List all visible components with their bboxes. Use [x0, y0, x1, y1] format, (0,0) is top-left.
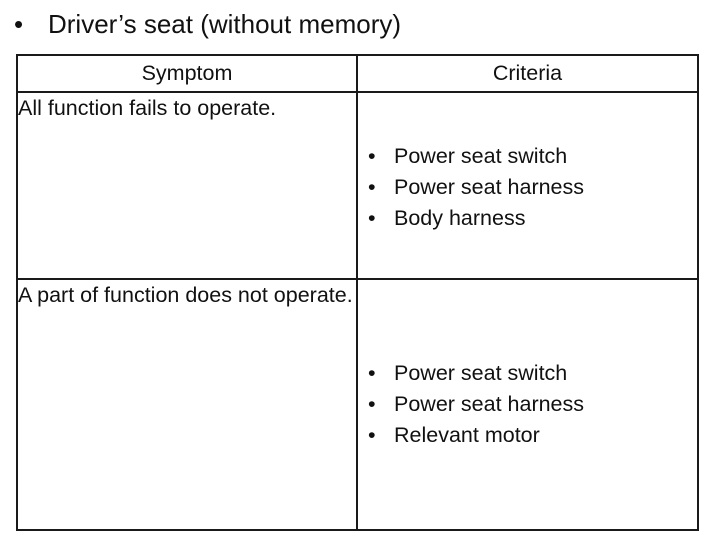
bullet-icon: • — [368, 423, 376, 447]
heading-text: Driver’s seat (without memory) — [48, 9, 402, 39]
criteria-text: Relevant motor — [394, 423, 540, 447]
criteria-text: Body harness — [394, 206, 526, 230]
column-header-symptom: Symptom — [16, 54, 358, 93]
criteria-cell: • Power seat switch • Power seat harness •… — [356, 91, 699, 280]
criteria-item: • Body harness — [368, 203, 697, 234]
criteria-list: • Power seat switch • Power seat harness •… — [358, 93, 697, 234]
criteria-item: • Power seat switch — [368, 358, 697, 389]
section-heading: • Driver’s seat (without memory) — [14, 6, 401, 42]
column-header-criteria: Criteria — [356, 54, 699, 93]
criteria-cell: • Power seat switch • Power seat harness •… — [356, 278, 699, 531]
criteria-text: Power seat harness — [394, 175, 585, 199]
symptom-cell: All function fails to operate. — [16, 91, 358, 280]
criteria-list: • Power seat switch • Power seat harness •… — [358, 280, 697, 451]
bullet-icon: • — [368, 175, 376, 199]
bullet-icon: • — [368, 144, 376, 168]
bullet-icon: • — [368, 206, 376, 230]
criteria-item: • Relevant motor — [368, 420, 697, 451]
table-row: A part of function does not operate. • Po… — [16, 278, 699, 531]
criteria-item: • Power seat switch — [368, 141, 697, 172]
table-header-row: Symptom Criteria — [16, 54, 699, 93]
criteria-item: • Power seat harness — [368, 389, 697, 420]
table-row: All function fails to operate. • Power se… — [16, 91, 699, 280]
criteria-text: Power seat switch — [394, 361, 568, 385]
criteria-text: Power seat harness — [394, 392, 585, 416]
bullet-icon: • — [368, 392, 376, 416]
symptom-criteria-table: Symptom Criteria All function fails to o… — [16, 54, 699, 531]
criteria-item: • Power seat harness — [368, 172, 697, 203]
symptom-cell: A part of function does not operate. — [16, 278, 358, 531]
bullet-icon: • — [368, 361, 376, 385]
heading-bullet: • — [14, 9, 24, 39]
criteria-text: Power seat switch — [394, 144, 568, 168]
